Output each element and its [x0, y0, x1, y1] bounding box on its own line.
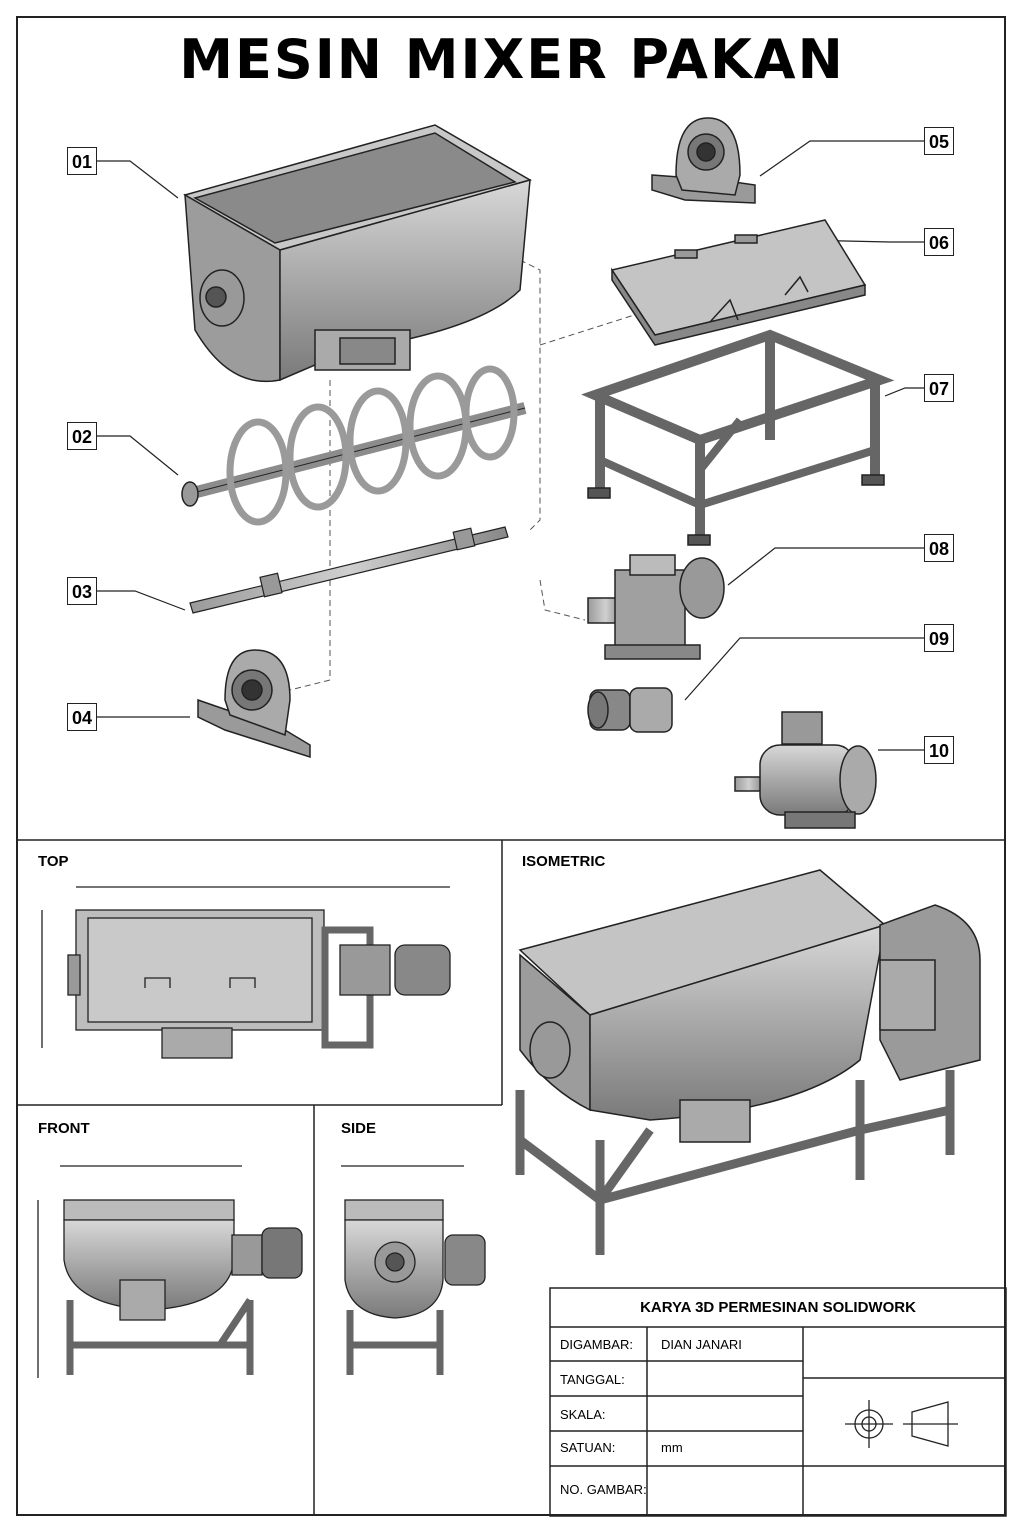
tb-value-digambar: DIAN JANARI	[661, 1337, 742, 1352]
isometric-view	[515, 869, 981, 1255]
tb-label-skala: SKALA:	[560, 1407, 606, 1422]
callout-05: 05	[924, 127, 954, 155]
view-label-isometric: ISOMETRIC	[522, 853, 606, 870]
assembly-dashes	[289, 259, 651, 691]
part-02-ribbon-agitator	[181, 365, 527, 526]
title-block	[549, 1287, 1007, 1517]
callout-09: 09	[924, 624, 954, 652]
section-dividers	[16, 839, 1006, 1516]
drawing-title: MESIN MIXER PAKAN	[179, 28, 845, 91]
part-06-cover	[610, 219, 867, 346]
callout-10: 10	[924, 736, 954, 764]
callout-08: 08	[924, 534, 954, 562]
callout-07: 07	[924, 374, 954, 402]
view-label-front: FRONT	[38, 1120, 90, 1137]
part-04-pillow-block	[197, 649, 311, 759]
front-view	[37, 1165, 303, 1378]
callout-04: 04	[67, 703, 97, 731]
callout-03: 03	[67, 577, 97, 605]
part-07-frame	[581, 329, 895, 546]
tb-label-digambar: DIGAMBAR:	[560, 1337, 633, 1352]
leader-lines	[97, 140, 924, 751]
projection-symbol-icon	[845, 1400, 958, 1448]
tb-label-tanggal: TANGGAL:	[560, 1372, 625, 1387]
callout-01: 01	[67, 147, 97, 175]
callout-06: 06	[924, 228, 954, 256]
view-label-top: TOP	[38, 853, 69, 870]
drawing-frame	[16, 16, 1006, 1516]
tb-value-satuan: mm	[661, 1440, 683, 1455]
tb-label-satuan: SATUAN:	[560, 1440, 616, 1455]
part-08-gearbox	[587, 554, 725, 660]
part-03-shaft	[189, 526, 509, 614]
part-09-coupling	[587, 687, 673, 733]
callout-02: 02	[67, 422, 97, 450]
part-01-trough	[183, 124, 532, 383]
tb-label-no-gambar: NO. GAMBAR:	[560, 1482, 647, 1497]
part-10-motor	[734, 711, 877, 829]
part-05-pillow-block	[651, 117, 756, 204]
top-view	[41, 886, 451, 1059]
title-block-heading: KARYA 3D PERMESINAN SOLIDWORK	[640, 1299, 916, 1316]
view-label-side: SIDE	[341, 1120, 377, 1137]
side-view	[341, 1165, 486, 1375]
